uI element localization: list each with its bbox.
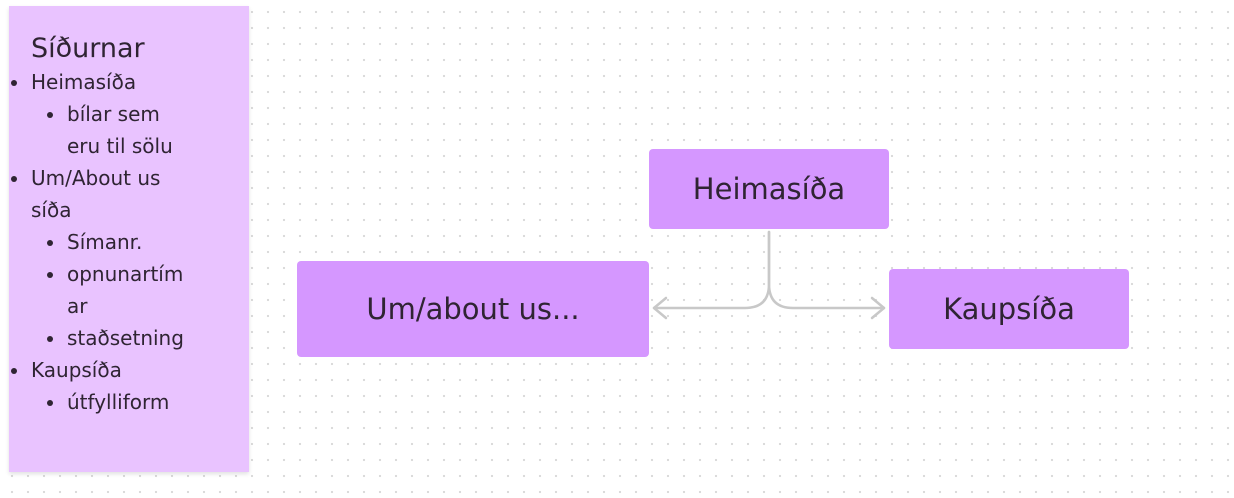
sub-list: útfylliform: [31, 386, 235, 418]
sub-list: bílar sem eru til sölu: [31, 98, 235, 162]
node-home-label: Heimasíða: [692, 172, 846, 206]
sub-list: Símanr. opnunartímar staðsetning: [31, 226, 195, 354]
page-list: Heimasíða bílar sem eru til sölu Um/Abou…: [11, 66, 235, 418]
list-item: Heimasíða bílar sem eru til sölu: [11, 66, 235, 162]
list-item-label: Kaupsíða: [31, 358, 122, 382]
arrowhead-about: [652, 296, 668, 320]
sticky-note[interactable]: Síðurnar Heimasíða bílar sem eru til söl…: [9, 6, 249, 472]
node-home[interactable]: Heimasíða: [649, 149, 889, 229]
node-shop-label: Kaupsíða: [943, 292, 1075, 326]
arrowhead-shop: [870, 296, 886, 320]
node-shop[interactable]: Kaupsíða: [889, 269, 1129, 349]
sub-list-item: staðsetning: [47, 322, 185, 354]
sub-list-item: útfylliform: [47, 386, 235, 418]
node-about[interactable]: Um/about us...: [297, 261, 649, 357]
sticky-note-title: Síðurnar: [31, 33, 145, 64]
connector-home-to-about: [652, 230, 771, 310]
list-item-label: Um/About us síða: [31, 166, 161, 222]
sub-list-item: opnunartímar: [47, 258, 195, 322]
sub-list-item: bílar sem eru til sölu: [47, 98, 179, 162]
sub-list-item: Símanr.: [47, 226, 195, 258]
list-item: Kaupsíða útfylliform: [11, 354, 235, 418]
list-item-label: Heimasíða: [31, 70, 137, 94]
connector-home-to-shop: [767, 230, 886, 310]
node-about-label: Um/about us...: [366, 292, 580, 326]
list-item: Um/About us síða Símanr. opnunartímar st…: [11, 162, 184, 354]
